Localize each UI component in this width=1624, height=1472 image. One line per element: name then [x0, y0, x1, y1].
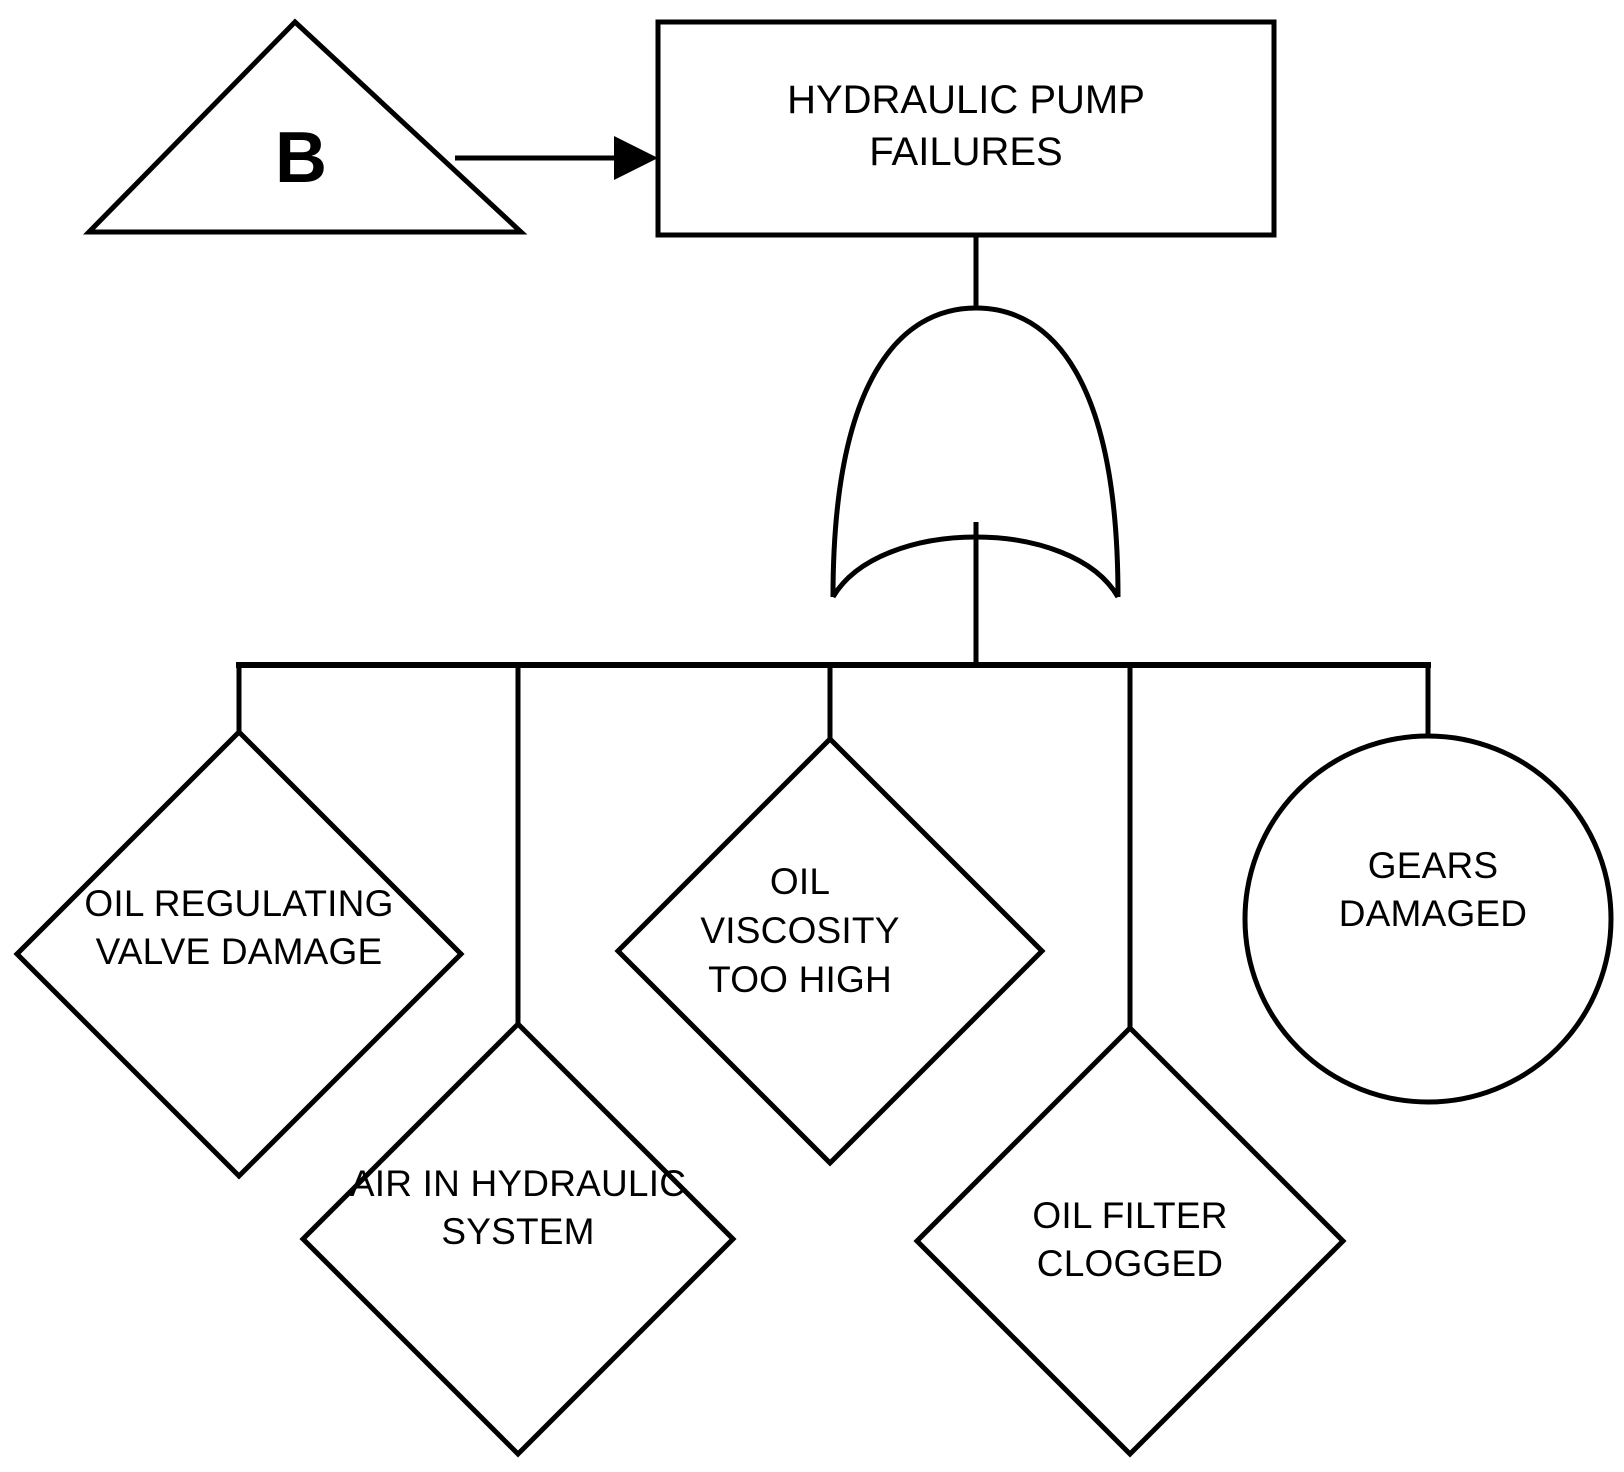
undeveloped-event-1[interactable]: OIL REGULATING VALVE DAMAGE [13, 728, 465, 1180]
undeveloped-event-4[interactable]: OIL FILTER CLOGGED [913, 1024, 1347, 1458]
diamond-shape [614, 735, 1046, 1167]
event-5-label-line-2: DAMAGED [1339, 893, 1527, 934]
basic-event-1[interactable]: GEARS DAMAGED [1242, 733, 1614, 1105]
diamond-shape [299, 1020, 737, 1458]
event-1-label-line-2: VALVE DAMAGE [96, 931, 383, 972]
event-3-label-line-1: OIL [770, 861, 830, 902]
undeveloped-event-3[interactable]: OIL VISCOSITY TOO HIGH [614, 735, 1046, 1167]
event-3-label-line-3: TOO HIGH [708, 959, 892, 1000]
undeveloped-event-2[interactable]: AIR IN HYDRAULIC SYSTEM [299, 1020, 737, 1458]
arrow-head-icon [614, 136, 658, 180]
diamond-shape [13, 728, 465, 1180]
transfer-label: B [275, 118, 327, 198]
event-4-label-line-1: OIL FILTER [1032, 1195, 1227, 1236]
top-event-label-line-1: HYDRAULIC PUMP [787, 78, 1145, 122]
top-event-node[interactable]: HYDRAULIC PUMP FAILURES [655, 19, 1277, 238]
transfer-in-symbol[interactable]: B [83, 18, 528, 235]
event-3-label-line-2: VISCOSITY [700, 910, 899, 951]
rectangle-shape [655, 19, 1277, 238]
triangle-icon [83, 18, 528, 235]
circle-shape [1242, 733, 1614, 1105]
or-gate-dome [830, 305, 1121, 598]
event-5-label-line-1: GEARS [1368, 845, 1499, 886]
event-2-label-line-2: SYSTEM [441, 1211, 594, 1252]
event-4-label-line-2: CLOGGED [1037, 1243, 1223, 1284]
diamond-shape [913, 1024, 1347, 1458]
top-event-label-line-2: FAILURES [869, 130, 1062, 174]
event-1-label-line-1: OIL REGULATING [84, 883, 393, 924]
transfer-arrow [455, 136, 658, 180]
event-2-label-line-1: AIR IN HYDRAULIC [350, 1163, 686, 1204]
